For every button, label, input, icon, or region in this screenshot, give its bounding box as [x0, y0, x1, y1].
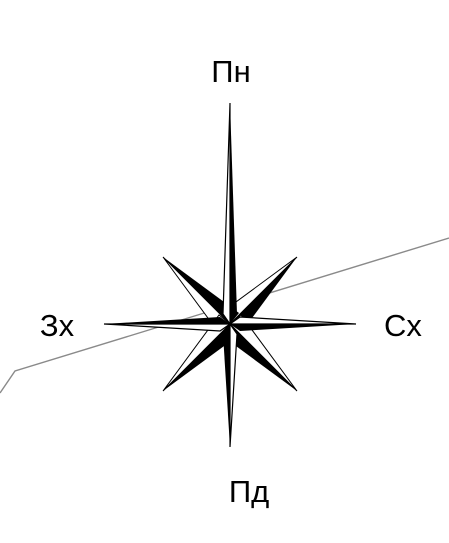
- northwest-point: [163, 257, 239, 324]
- east-point: [230, 324, 356, 331]
- diagonal-points: [162, 256, 298, 392]
- south-label: Пд: [229, 474, 269, 509]
- south-point: [223, 324, 230, 447]
- east-label: Сх: [384, 308, 422, 343]
- west-point: [104, 317, 230, 324]
- southwest-point: [163, 324, 239, 391]
- compass-center: [228, 322, 232, 326]
- west-label: Зх: [40, 308, 75, 343]
- southeast-point: [221, 324, 297, 391]
- background-line: [0, 237, 449, 394]
- northeast-point: [230, 257, 297, 333]
- north-label: Пн: [211, 54, 250, 89]
- cardinal-points: [103, 102, 357, 448]
- compass-rose: [103, 102, 357, 448]
- north-point: [230, 103, 237, 324]
